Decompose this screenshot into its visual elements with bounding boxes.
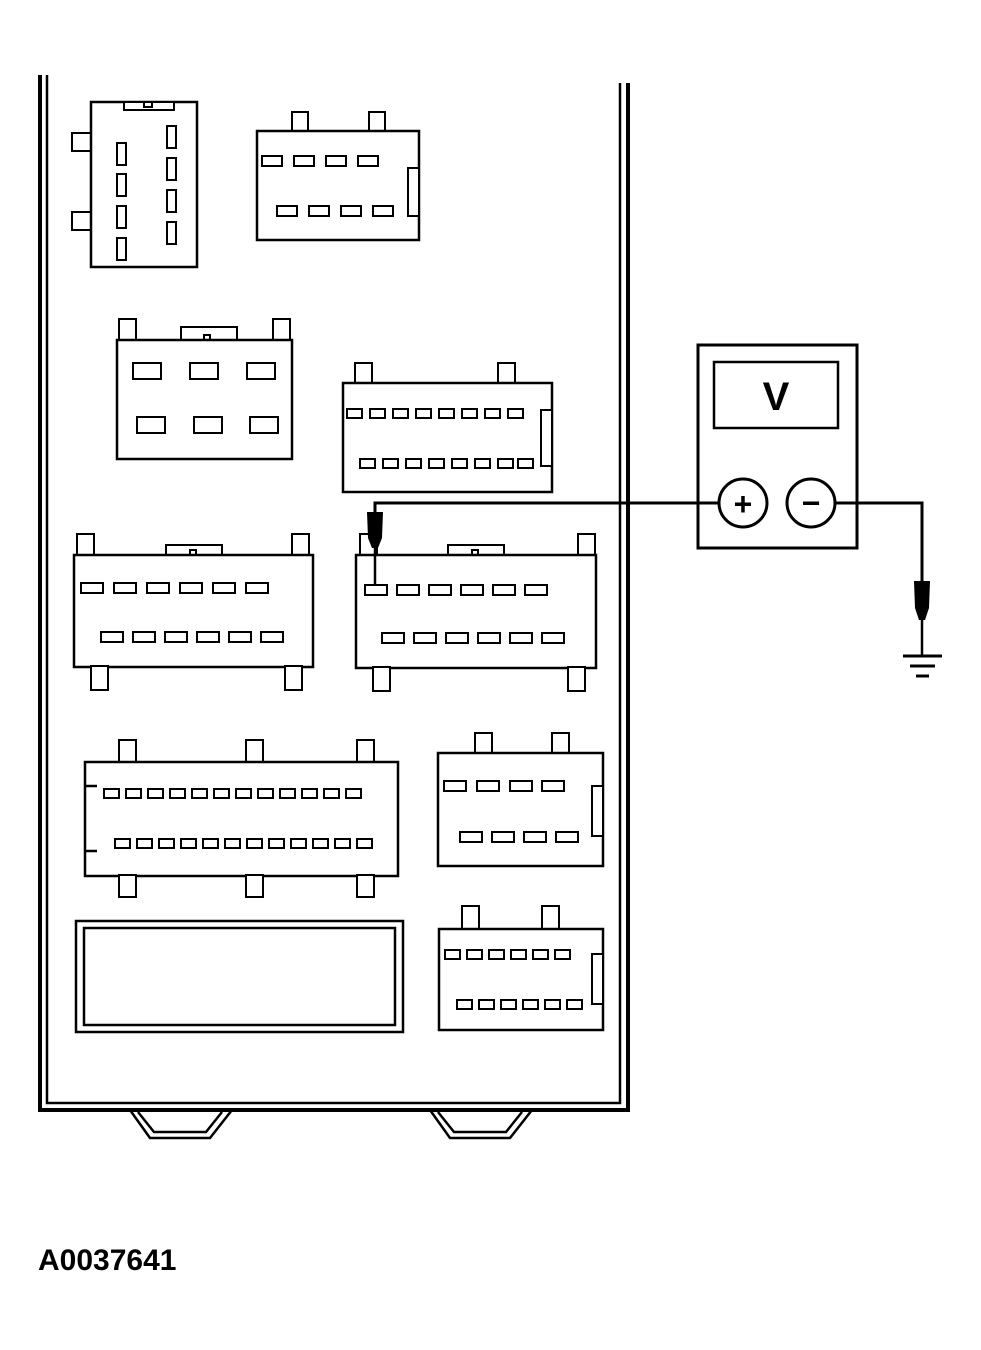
meter-display-symbol: V (763, 375, 790, 419)
c7-bottom-pins (114, 838, 373, 849)
test-probe-icon (367, 512, 383, 548)
connector-c8 (436, 732, 605, 868)
ground-probe-icon (914, 581, 930, 620)
connector-c5 (72, 533, 315, 691)
voltmeter-icon: V + − (696, 343, 859, 550)
ground-symbol-icon (903, 654, 942, 678)
connector-c3 (115, 318, 294, 461)
connector-c4 (341, 362, 554, 494)
c7-top-pins (103, 788, 362, 799)
blank-module (74, 919, 405, 1034)
meter-display (712, 360, 840, 430)
positive-test-lead (367, 501, 719, 584)
connector-c6 (354, 533, 598, 692)
negative-terminal-symbol: − (802, 485, 821, 521)
connector-c9 (437, 905, 605, 1032)
connector-c1 (71, 100, 199, 269)
junction-box-housing (38, 75, 630, 1140)
positive-terminal-symbol: + (734, 486, 753, 522)
connector-c7 (83, 739, 400, 898)
negative-test-lead (835, 501, 930, 655)
figure-id: A0037641 (38, 1244, 177, 1277)
connector-c2 (255, 111, 421, 242)
